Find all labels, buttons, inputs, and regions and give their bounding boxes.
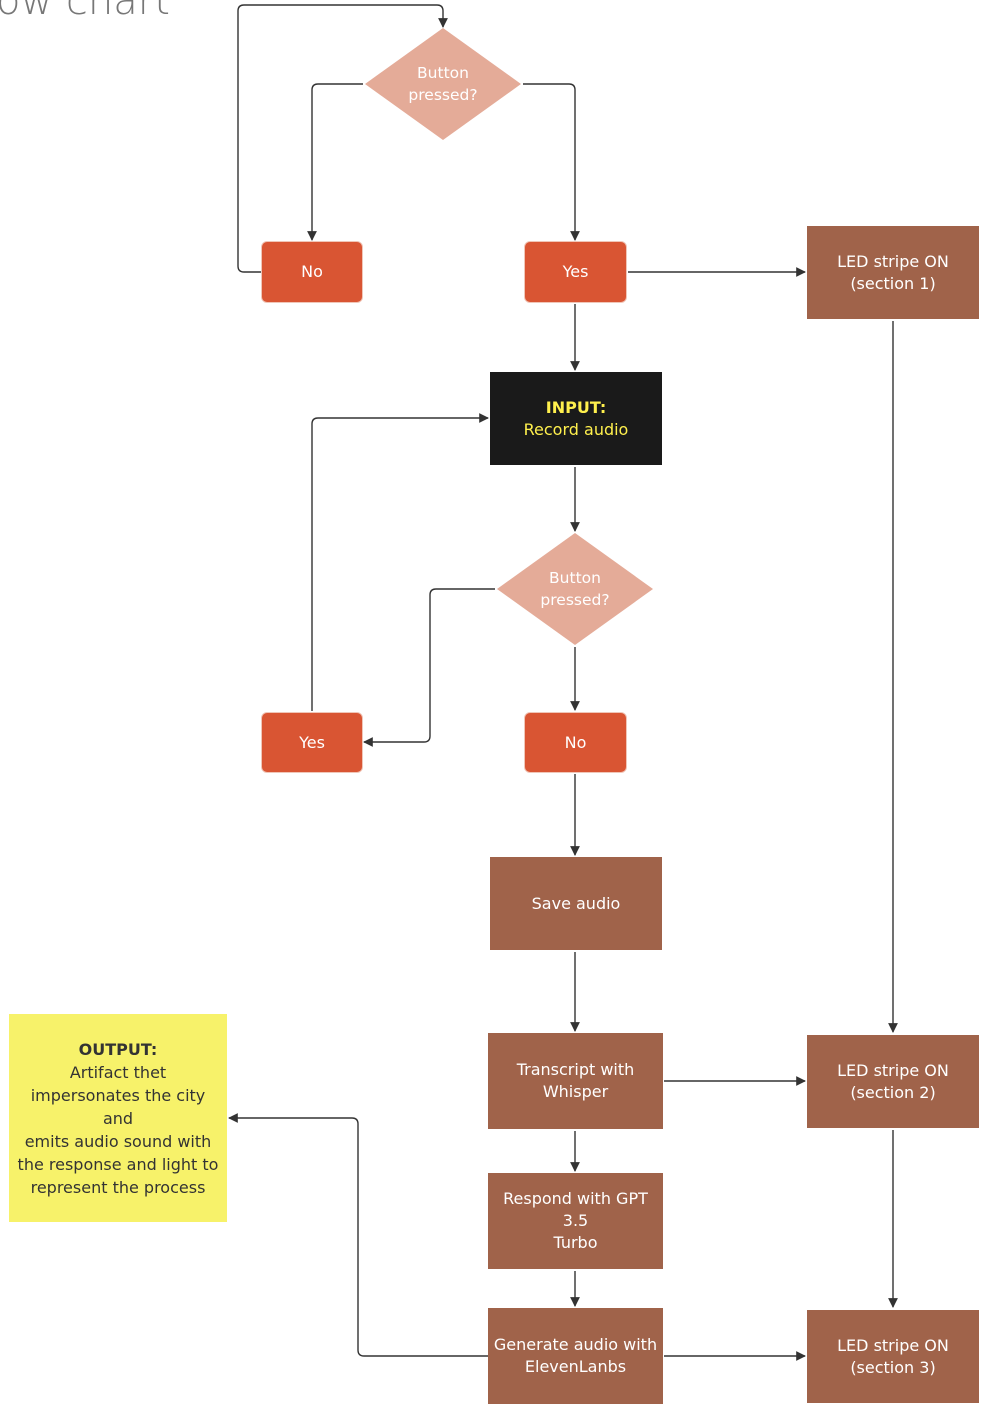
save-label: Save audio bbox=[531, 893, 621, 913]
generate-line1: Generate audio with bbox=[493, 1335, 658, 1354]
led-2-line2: (section 2) bbox=[850, 1082, 936, 1102]
led-1-line1: LED stripe ON bbox=[837, 251, 949, 271]
output-heading: OUTPUT: bbox=[78, 1039, 158, 1059]
yes-2-node: Yes bbox=[261, 712, 363, 773]
decision-1-label: Button pressed? bbox=[383, 60, 503, 108]
input-text: Record audio bbox=[523, 419, 629, 439]
input-heading: INPUT: bbox=[545, 397, 607, 417]
generate-line2: ElevenLanbs bbox=[524, 1357, 627, 1376]
transcript-line1: Transcript with bbox=[516, 1060, 635, 1079]
decision-2-shape bbox=[497, 533, 653, 645]
output-line-5: represent the process bbox=[30, 1177, 206, 1197]
output-line-2: impersonates the city and bbox=[30, 1085, 206, 1128]
no-1-label: No bbox=[301, 262, 323, 281]
led-section-3-node: LED stripe ON (section 3) bbox=[807, 1310, 979, 1403]
input-record-audio-node: INPUT: Record audio bbox=[490, 372, 662, 465]
edge-decision2-to-yes2 bbox=[363, 588, 495, 747]
yes-1-label: Yes bbox=[562, 262, 589, 281]
led-2-line1: LED stripe ON bbox=[837, 1060, 949, 1080]
decision-2-label: Button pressed? bbox=[515, 565, 635, 613]
edge-yes2-to-input bbox=[311, 413, 489, 711]
led-1-line2: (section 1) bbox=[850, 273, 936, 293]
output-line-4: the response and light to bbox=[17, 1154, 219, 1174]
no-2-node: No bbox=[524, 712, 627, 773]
edge-generate-to-output bbox=[228, 1113, 488, 1357]
yes-1-node: Yes bbox=[524, 241, 627, 303]
edge-no1-loop-to-decision1 bbox=[237, 4, 448, 273]
diagram-title: ow chart bbox=[0, 0, 170, 24]
decision-1-line2: pressed? bbox=[408, 86, 478, 104]
led-3-line1: LED stripe ON bbox=[837, 1335, 949, 1355]
save-audio-node: Save audio bbox=[490, 857, 662, 950]
edge-decision1-to-no1 bbox=[307, 83, 363, 241]
respond-line2: Turbo bbox=[553, 1233, 598, 1252]
respond-line1: Respond with GPT 3.5 bbox=[503, 1189, 648, 1230]
respond-gpt-node: Respond with GPT 3.5 Turbo bbox=[488, 1173, 663, 1269]
decision-2-line1: Button bbox=[549, 569, 601, 587]
decision-1-line1: Button bbox=[417, 64, 469, 82]
no-1-node: No bbox=[261, 241, 363, 303]
yes-2-label: Yes bbox=[299, 732, 325, 752]
no-2-label: No bbox=[564, 732, 587, 752]
led-section-2-node: LED stripe ON (section 2) bbox=[807, 1035, 979, 1128]
transcript-line2: Whisper bbox=[542, 1082, 609, 1101]
transcript-node: Transcript with Whisper bbox=[488, 1033, 663, 1129]
generate-audio-node: Generate audio with ElevenLanbs bbox=[488, 1308, 663, 1404]
led-3-line2: (section 3) bbox=[850, 1357, 936, 1377]
output-line-1: Artifact thet bbox=[69, 1062, 167, 1082]
output-note: OUTPUT: Artifact thet impersonates the c… bbox=[9, 1014, 227, 1222]
edge-decision1-to-yes1 bbox=[523, 83, 580, 241]
decision-1-shape bbox=[365, 28, 521, 140]
led-section-1-node: LED stripe ON (section 1) bbox=[807, 226, 979, 319]
decision-2-line2: pressed? bbox=[540, 591, 610, 609]
output-line-3: emits audio sound with bbox=[24, 1131, 212, 1151]
